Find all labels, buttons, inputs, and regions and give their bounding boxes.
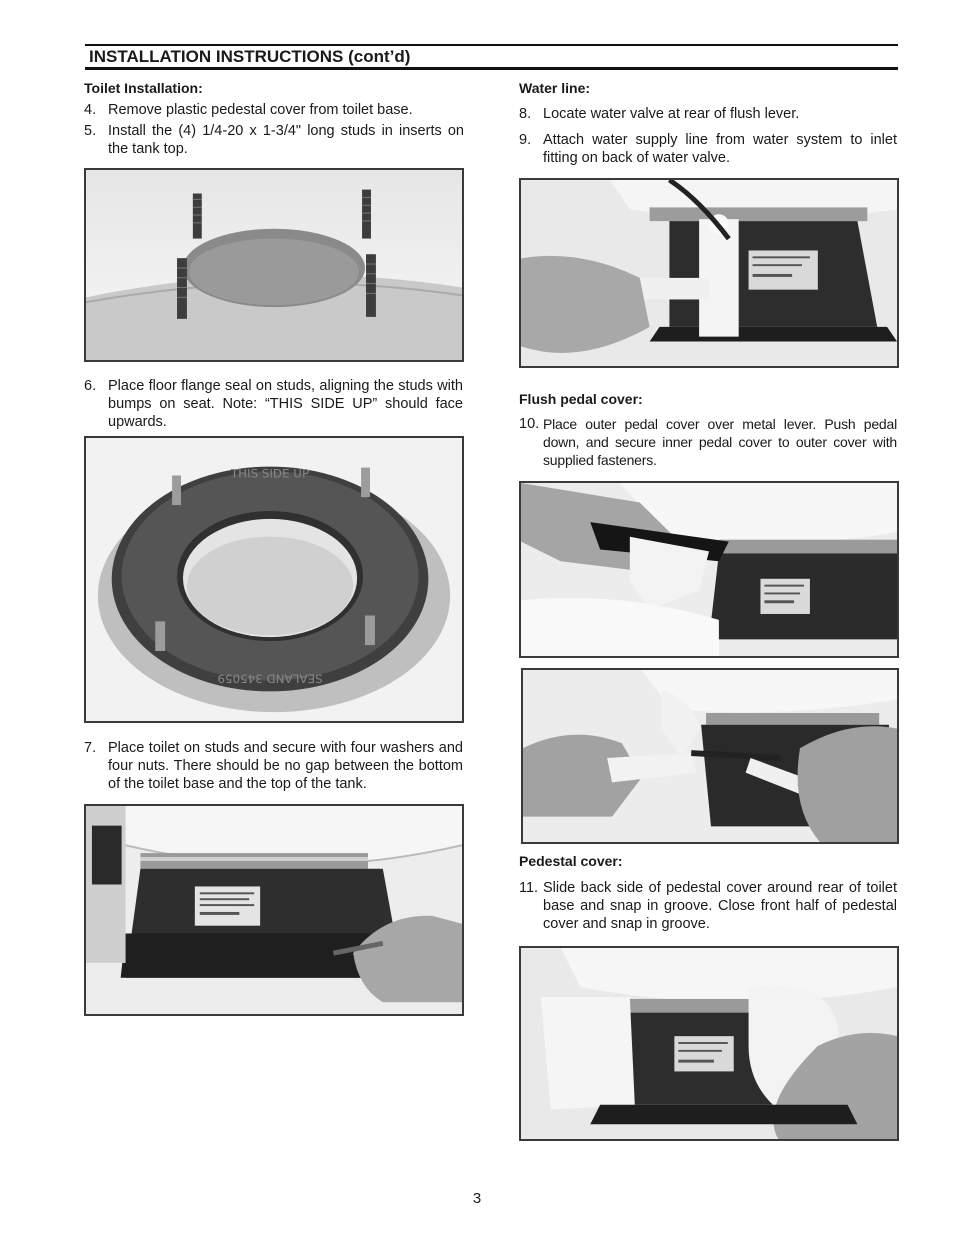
section-heading-water-line: Water line: <box>519 80 591 96</box>
page-number: 3 <box>472 1190 482 1207</box>
seal-bottom-embossed-text: SEALAND 345059 <box>217 672 322 686</box>
step-text: Place floor flange seal on studs, aligni… <box>108 378 463 430</box>
photo-studs-in-tank-top <box>84 168 464 362</box>
photo-secure-toilet-nuts <box>84 804 464 1016</box>
photo-floor-flange-seal: THIS SIDE UP SEALAND 345059 <box>84 436 464 723</box>
step-number: 8. <box>519 106 532 122</box>
step-text: Attach water supply line from water syst… <box>543 132 897 166</box>
step-number: 6. <box>84 378 97 394</box>
header-rule-bottom <box>85 67 898 70</box>
step-text: Place outer pedal cover over metal lever… <box>543 416 897 468</box>
photo-water-valve <box>519 178 899 368</box>
section-heading-pedestal-cover: Pedestal cover: <box>519 853 623 869</box>
step-text: Install the (4) 1/4-20 x 1-3/4" long stu… <box>108 123 464 157</box>
step-number: 11. <box>519 880 539 896</box>
step-number: 9. <box>519 132 532 148</box>
photo-outer-pedal-cover <box>519 481 899 658</box>
step-number: 5. <box>84 123 97 139</box>
step-number: 7. <box>84 740 97 756</box>
step-text: Remove plastic pedestal cover from toile… <box>108 102 413 118</box>
photo-secure-pedal-fasteners <box>521 668 899 844</box>
step-text: Place toilet on studs and secure with fo… <box>108 740 463 792</box>
photo-pedestal-cover <box>519 946 899 1141</box>
step-number: 10. <box>519 416 540 432</box>
section-heading-flush-pedal-cover: Flush pedal cover: <box>519 391 643 407</box>
page-title: INSTALLATION INSTRUCTIONS (cont’d) <box>89 47 411 66</box>
step-text: Slide back side of pedestal cover around… <box>543 880 897 932</box>
seal-top-embossed-text: THIS SIDE UP <box>230 466 309 480</box>
header-rule-top <box>85 44 898 46</box>
step-number: 4. <box>84 102 97 118</box>
step-text: Locate water valve at rear of flush leve… <box>543 106 800 122</box>
section-heading-toilet-installation: Toilet Installation: <box>84 80 203 96</box>
